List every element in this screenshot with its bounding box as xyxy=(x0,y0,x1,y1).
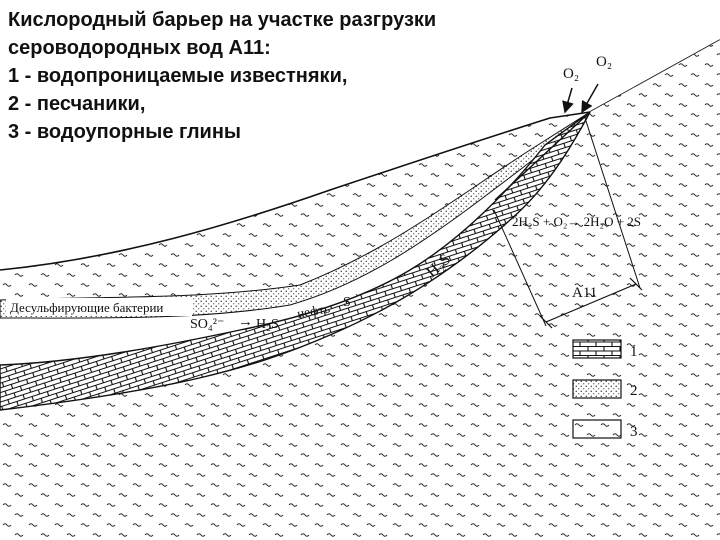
bacteria-label: Десульфирующие бактерии xyxy=(10,300,163,315)
title-line-2: сероводородных вод А11: xyxy=(8,37,271,59)
title-line-3: 1 - водопроницаемые известняки, xyxy=(8,65,348,87)
sulfate-label: SO₄²⁻ xyxy=(190,317,224,332)
reaction-equation: 2H₂S + O₂→ 2H₂O + 2S xyxy=(512,214,641,229)
a11-tick-left xyxy=(539,315,553,329)
legend-swatch-sandstone xyxy=(572,379,622,399)
a11-dimension-line xyxy=(545,283,637,323)
upper-boundary xyxy=(0,39,720,271)
title-line-1: Кислородный барьер на участке разгрузки xyxy=(8,9,437,31)
title-line-5: 3 - водоупорные глины xyxy=(8,121,241,143)
sulfur-label: S xyxy=(343,295,351,310)
o2-arrow-right xyxy=(581,83,599,114)
fault-line xyxy=(494,111,591,201)
legend-number-2: 2 xyxy=(630,383,638,399)
clay-layer-top xyxy=(590,40,720,200)
a11-bracket-right xyxy=(584,117,641,289)
clay-layer-upper xyxy=(0,112,590,300)
a11-bracket-left xyxy=(493,209,547,327)
a11-label: A11 xyxy=(572,285,597,301)
legend: 1 2 3 xyxy=(572,339,638,440)
o2-label-left: O₂ xyxy=(563,66,579,82)
oil-label: нефть xyxy=(296,300,331,321)
legend-number-1: 1 xyxy=(630,344,638,360)
title-line-4: 2 - песчаники, xyxy=(8,93,146,115)
legend-swatch-clay xyxy=(572,419,622,439)
o2-label-right: O₂ xyxy=(596,54,612,70)
legend-swatch-limestone xyxy=(572,339,622,359)
h2s-lower-label: H₂S xyxy=(256,317,279,332)
legend-number-3: 3 xyxy=(630,424,638,440)
a11-tick-right xyxy=(629,277,643,291)
reaction-arrow: → xyxy=(238,314,253,330)
o2-arrow-left xyxy=(562,87,574,114)
diagram-title: Кислородный барьер на участке разгрузки … xyxy=(8,6,528,146)
bacteria-label-bg xyxy=(6,298,192,316)
